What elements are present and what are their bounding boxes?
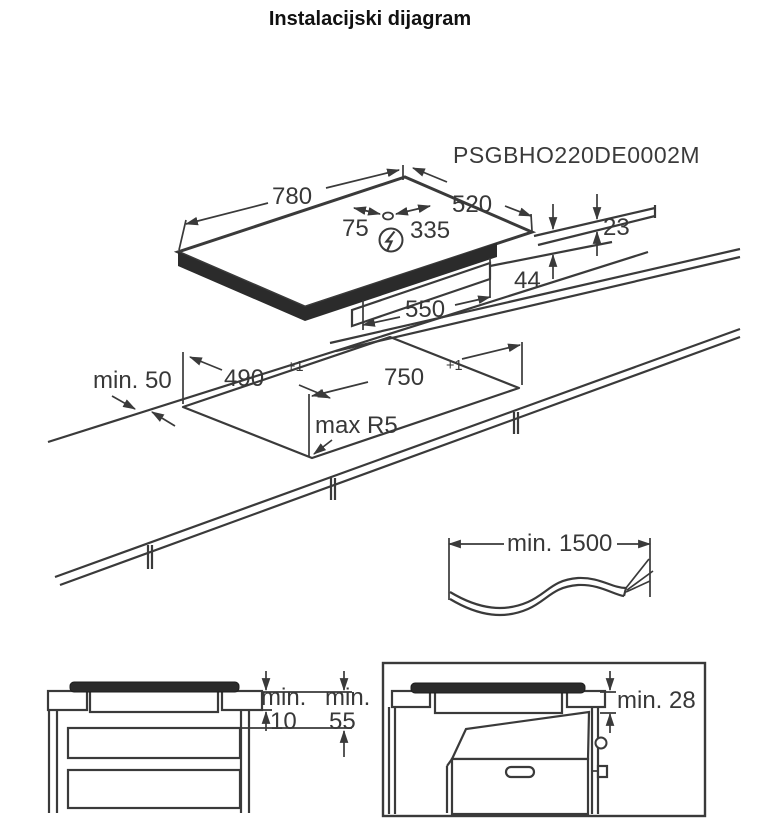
counter-right-section-right [565, 689, 607, 709]
cutout-depth-label: 490 [224, 365, 264, 392]
worktop-back-edge [47, 250, 649, 444]
power-connection-icon [378, 227, 404, 253]
oven-handle [504, 765, 536, 779]
cabinet-walls-right-fig [387, 707, 600, 814]
oven-gap-label: min. 28 [617, 687, 696, 714]
cable-hole-right-label: 335 [410, 217, 450, 244]
cutout-width-tolerance: +1 [446, 358, 463, 374]
drawer-front-1 [66, 726, 242, 760]
worktop-front-edge [54, 327, 741, 587]
cable-length-label: min. 1500 [507, 530, 612, 557]
hinge-knob [594, 736, 608, 750]
cable-wire-ends [625, 558, 654, 593]
oven-clearance-figure: min. 28 [381, 661, 707, 818]
top-thickness-label: 23 [603, 214, 630, 241]
cable-hole [382, 211, 394, 221]
counter-right-section [220, 689, 264, 712]
drawer-depth-label: 55 [329, 708, 356, 735]
hob-body-section-right [433, 689, 564, 715]
cabinet-legs [146, 412, 520, 569]
lightning-icon [384, 230, 396, 251]
drawer-clearance-figure: min. 10 min. 55 [46, 671, 370, 813]
drawer-front-2 [66, 768, 242, 810]
model-number: PSGBHO220DE0002M [453, 142, 701, 168]
cable-hole-left-label: 75 [342, 215, 369, 242]
side-knob [596, 764, 609, 779]
counter-edge-lines [329, 247, 741, 353]
power-cable [449, 576, 628, 617]
cutout-depth-tolerance: +1 [287, 359, 304, 375]
worktop-cutout-figure: 490 +1 750 +1 max R5 min. 50 [47, 250, 741, 587]
page-title: Instalacijski dijagram [268, 8, 472, 30]
min-label-left: min. [261, 684, 306, 711]
cutout-width-label: 750 [384, 364, 424, 391]
body-depth-label: 44 [514, 267, 541, 294]
edge-gap-label: min. 50 [93, 367, 172, 394]
hob-width-label: 780 [272, 183, 312, 210]
counter-left-section [46, 689, 89, 712]
hob-body-front-left [178, 252, 305, 321]
min-label-right: min. [325, 684, 370, 711]
counter-surface-strip [533, 205, 657, 247]
hob-glass-section-right [410, 682, 586, 694]
body-width-label: 550 [405, 296, 445, 323]
drawer-gap-label: 10 [270, 708, 297, 735]
hob-body-front-right [305, 243, 497, 321]
cable-figure: min. 1500 [447, 530, 654, 617]
hob-glass-section [69, 681, 240, 693]
corner-radius-label: max R5 [315, 412, 398, 439]
hob-body-section [88, 689, 220, 714]
hob-depth-label: 520 [452, 191, 492, 218]
worktop-cutout-hole [181, 335, 521, 460]
cabinet-walls [47, 710, 251, 813]
hob-isometric-figure: 780 520 75 335 23 44 550 [173, 165, 741, 353]
